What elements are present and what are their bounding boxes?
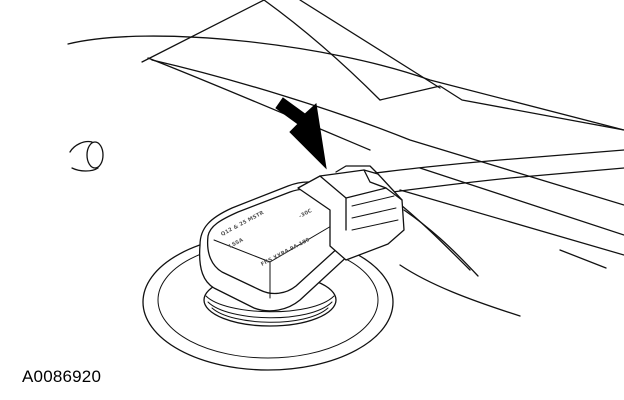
arrow-down-right-icon [275,97,327,170]
fitting-stub [69,140,104,172]
sensor-label-upper-right: -30C [298,208,313,220]
sensor-body: Q12 & 25 MSTR FHS XXRA 9A 189 -30C LSSA [198,181,364,312]
figure-id-label: A0086920 [22,367,102,386]
electrical-connector [297,165,405,261]
frame-rail [67,0,624,317]
